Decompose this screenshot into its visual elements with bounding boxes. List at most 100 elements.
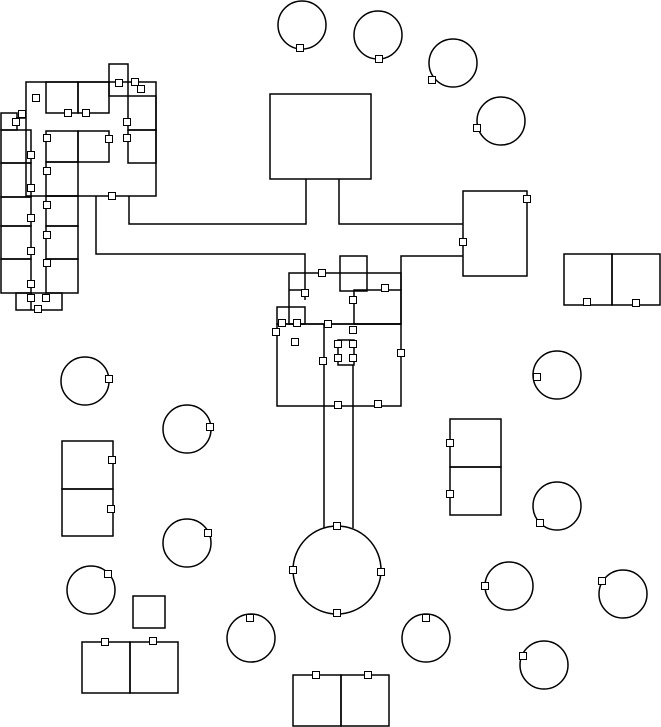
door-marker: [105, 375, 113, 383]
door-marker: [43, 134, 51, 142]
door-marker: [334, 354, 342, 362]
door-marker: [293, 319, 301, 327]
door-marker: [428, 76, 436, 84]
door-marker: [64, 109, 72, 117]
door-marker: [43, 167, 51, 175]
door-marker: [333, 609, 341, 617]
door-marker: [523, 195, 531, 203]
room-east: [462, 190, 528, 277]
door-marker: [364, 671, 372, 679]
door-marker: [43, 259, 51, 267]
door-marker: [349, 340, 357, 348]
door-marker: [104, 570, 112, 578]
room-east-mid-top: [449, 418, 502, 468]
door-marker: [43, 231, 51, 239]
corridor-east-to-hub: [400, 255, 463, 290]
door-marker: [115, 79, 123, 87]
door-marker: [27, 294, 35, 302]
door-marker: [137, 85, 145, 93]
room-west-bottom: [61, 488, 114, 537]
door-marker: [533, 373, 541, 381]
door-marker: [446, 490, 454, 498]
door-marker: [381, 284, 389, 292]
room-central-north: [269, 93, 372, 180]
room-small-square: [132, 595, 166, 629]
door-marker: [301, 289, 309, 297]
door-marker: [27, 247, 35, 255]
hub-north-block: [288, 272, 402, 325]
nw-top-room-a: [45, 81, 79, 114]
room-east-mid-bottom: [449, 466, 502, 516]
door-marker: [246, 614, 254, 622]
door-marker: [131, 78, 139, 86]
corridor-nw-to-center-room: [128, 179, 307, 225]
door-marker: [43, 201, 51, 209]
door-marker: [312, 671, 320, 679]
round-chamber-w1: [60, 356, 110, 406]
room-west-top: [61, 440, 114, 490]
door-marker: [27, 184, 35, 192]
nw-right-room-a: [127, 95, 157, 131]
door-marker: [27, 214, 35, 222]
door-marker: [204, 529, 212, 537]
corridor-nw-to-hub: [95, 196, 306, 300]
round-chamber-se1: [519, 640, 569, 690]
door-marker: [536, 519, 544, 527]
room-rotunda: [292, 525, 382, 615]
door-marker: [108, 192, 116, 200]
door-marker: [82, 109, 90, 117]
door-marker: [481, 582, 489, 590]
door-marker: [34, 305, 42, 313]
nw-inner-cell-2: [45, 225, 79, 260]
nw-tower: [108, 63, 129, 97]
hub-inner-room: [353, 289, 402, 325]
round-chamber-w2: [162, 404, 212, 454]
door-marker: [375, 55, 383, 63]
round-chamber-w3: [162, 518, 212, 568]
northwest-complex: [0, 63, 157, 311]
central-hub-complex: [276, 255, 402, 407]
door-marker: [291, 338, 299, 346]
door-marker: [334, 340, 342, 348]
corridor-center-room-to-east: [338, 179, 463, 225]
door-marker: [422, 614, 430, 622]
door-marker: [377, 568, 385, 576]
door-marker: [598, 577, 606, 585]
door-marker: [446, 439, 454, 447]
round-chamber-e4: [598, 569, 648, 619]
door-marker: [278, 319, 286, 327]
door-marker: [27, 151, 35, 159]
door-marker: [349, 296, 357, 304]
door-marker: [149, 637, 157, 645]
round-chamber-e2: [532, 481, 582, 531]
door-marker: [374, 400, 382, 408]
round-chamber-e3: [484, 561, 534, 611]
door-marker: [333, 522, 341, 530]
door-marker: [107, 505, 115, 513]
door-marker: [32, 94, 40, 102]
room-south-left: [292, 674, 342, 727]
nw-top-room-b: [77, 81, 110, 114]
door-marker: [296, 44, 304, 52]
nw-left-cell-4: [0, 225, 32, 260]
door-marker: [334, 401, 342, 409]
nw-left-cell-5: [0, 258, 32, 294]
door-marker: [459, 238, 467, 246]
doors: [12, 44, 640, 679]
door-marker: [519, 652, 527, 660]
door-marker: [324, 320, 332, 328]
door-marker: [272, 328, 280, 336]
door-marker: [397, 349, 405, 357]
door-marker: [289, 566, 297, 574]
door-marker: [123, 134, 131, 142]
door-marker: [349, 354, 357, 362]
door-marker: [349, 326, 357, 334]
door-marker: [18, 110, 26, 118]
hub-pillar-cell: [337, 339, 355, 366]
door-marker: [105, 135, 113, 143]
nw-right-room-b: [127, 129, 157, 164]
door-marker: [123, 118, 131, 126]
room-far-east-right: [611, 253, 661, 306]
